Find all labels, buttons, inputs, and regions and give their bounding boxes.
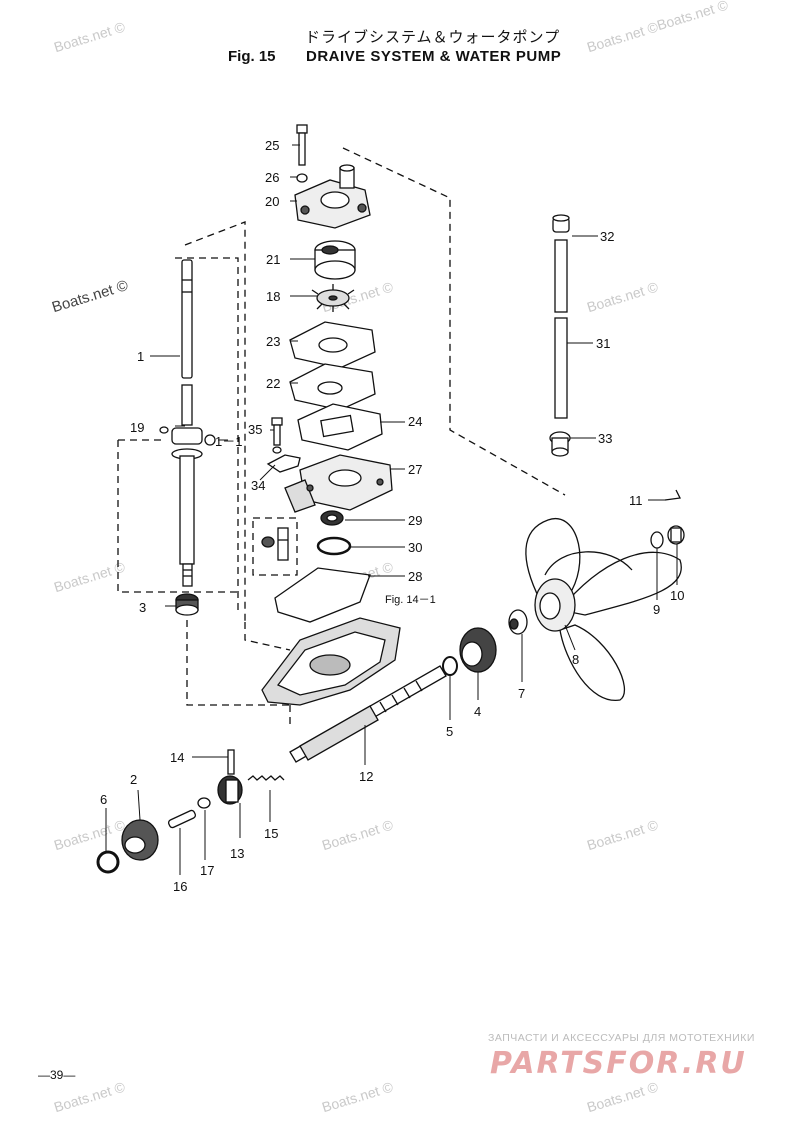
- part-label: 11: [629, 493, 643, 508]
- propeller-nut: [667, 525, 685, 545]
- reverse-gear: [459, 627, 497, 673]
- pump-insert: [314, 240, 356, 280]
- gasket: [297, 403, 383, 451]
- part-label: 22: [266, 376, 280, 391]
- part-label: 31: [596, 336, 610, 351]
- o-ring: [316, 536, 352, 556]
- bolt: [271, 417, 283, 446]
- drive-shaft: [171, 259, 203, 587]
- part-label: 8: [572, 652, 579, 667]
- diagram-title-japanese: ドライブシステム＆ウォータポンプ: [305, 28, 561, 46]
- part-label: 12: [359, 769, 373, 784]
- part-label: 26: [265, 170, 279, 185]
- cross-pin: [227, 749, 235, 775]
- oil-seal: [320, 510, 344, 526]
- pin: [159, 426, 169, 434]
- figure-label: Fig. 15: [228, 48, 276, 65]
- washer: [296, 173, 308, 183]
- clutch: [217, 775, 243, 805]
- brand-tagline: ЗАПЧАСТИ И АКСЕССУАРЫ ДЛЯ МОТОТЕХНИКИ: [488, 1032, 755, 1044]
- part-label: 34: [251, 478, 265, 493]
- part-label: 7: [518, 686, 525, 701]
- washer: [272, 446, 282, 454]
- part-label: 15: [264, 826, 278, 841]
- brand-logo: PARTSFOR.RU: [490, 1046, 747, 1081]
- part-label: 16: [173, 879, 187, 894]
- part-label: 24: [408, 414, 422, 429]
- part-label: 32: [600, 229, 614, 244]
- seal-kit: [261, 527, 289, 561]
- leader-line: [184, 221, 246, 622]
- part-label: 5: [446, 724, 453, 739]
- leader-line: [186, 620, 290, 706]
- leader-line: [175, 257, 239, 610]
- grommet: [549, 431, 571, 457]
- part-label: 9: [653, 602, 660, 617]
- kit-box: [252, 517, 298, 576]
- bushing: [204, 434, 216, 446]
- part-label: 35: [248, 422, 262, 437]
- gasket: [266, 454, 301, 473]
- part-label: 19: [130, 420, 144, 435]
- part-label: 20: [265, 194, 279, 209]
- propeller: [525, 517, 682, 701]
- spring: [247, 775, 285, 781]
- part-label: 13: [230, 846, 244, 861]
- water-tube: [554, 239, 568, 419]
- part-label: 28: [408, 569, 422, 584]
- cotter-pin: [664, 489, 681, 501]
- part-label: 29: [408, 513, 422, 528]
- part-label: 17: [200, 863, 214, 878]
- ball: [197, 797, 211, 809]
- impeller: [311, 284, 355, 312]
- part-label: 14: [170, 750, 184, 765]
- page-number: —39—: [38, 1068, 76, 1082]
- pinion-gear: [175, 593, 199, 616]
- part-label: 10: [670, 588, 684, 603]
- gasket: [289, 321, 376, 369]
- part-label: 27: [408, 462, 422, 477]
- figure-reference: Fig. 14－1: [385, 594, 436, 606]
- part-label: 30: [408, 540, 422, 555]
- part-label: 25: [265, 138, 279, 153]
- pump-plate: [289, 363, 376, 411]
- pump-case: [284, 454, 393, 513]
- forward-gear: [121, 819, 159, 861]
- part-label: 6: [100, 792, 107, 807]
- shim: [96, 850, 120, 874]
- part-label: 1－1: [215, 434, 242, 449]
- leader-line: [342, 147, 566, 496]
- part-label: 21: [266, 252, 280, 267]
- part-label: 23: [266, 334, 280, 349]
- part-label: 18: [266, 289, 280, 304]
- plunger: [167, 809, 197, 829]
- part-label: 1: [137, 349, 144, 364]
- part-label: 4: [474, 704, 481, 719]
- grommet: [552, 214, 570, 233]
- bolt: [296, 124, 308, 166]
- shim: [442, 656, 458, 676]
- leader-line: [244, 622, 291, 651]
- lower-case-plate: [261, 617, 401, 706]
- washer: [650, 531, 664, 549]
- thrust-washer: [508, 609, 528, 635]
- diagram-title: DRAIVE SYSTEM & WATER PUMP: [306, 48, 562, 65]
- pump-housing: [294, 164, 371, 229]
- part-label: 3: [139, 600, 146, 615]
- part-label: 33: [598, 431, 612, 446]
- propeller-shaft: [289, 665, 447, 763]
- leader-line: [117, 440, 238, 593]
- gasket: [274, 567, 371, 623]
- part-label: 2: [130, 772, 137, 787]
